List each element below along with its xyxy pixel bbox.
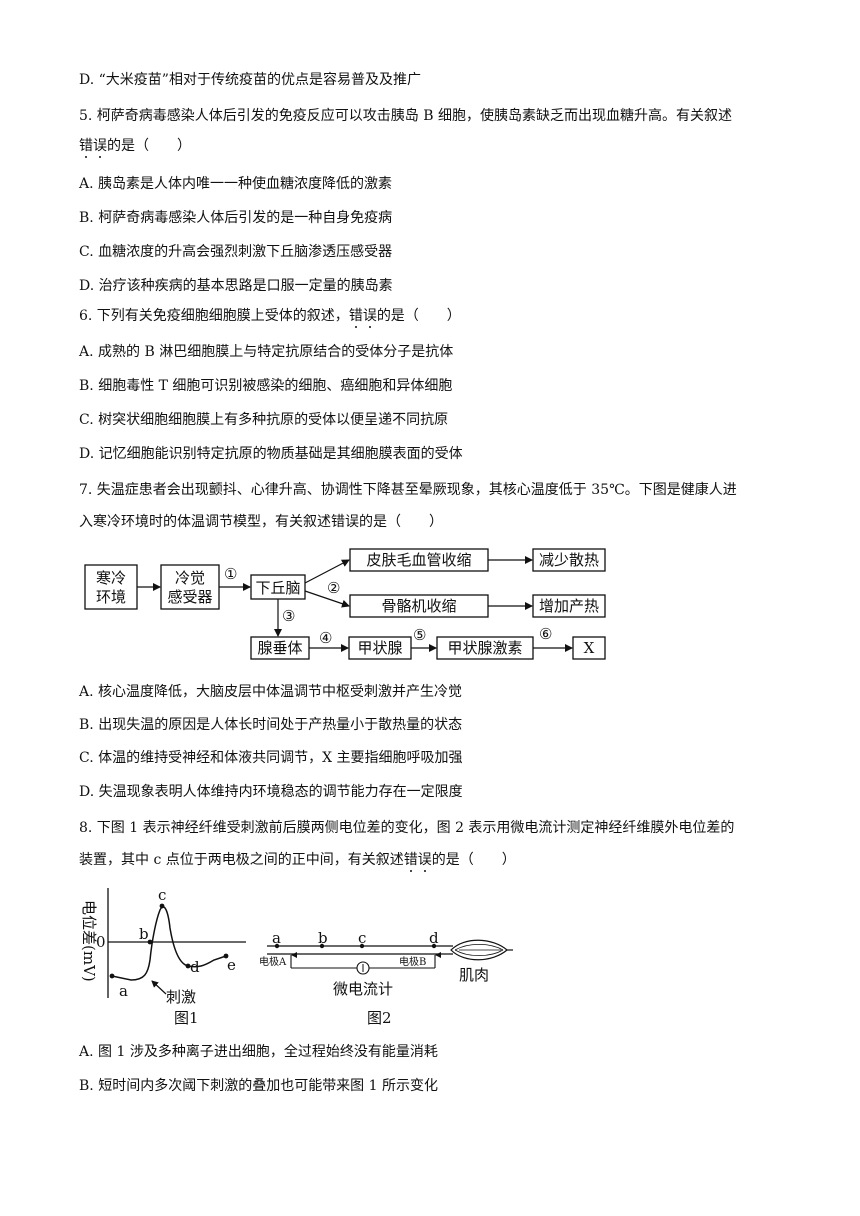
step-5-label: ⑤ [413,626,426,644]
q5-option-a: A. 胰岛素是人体内唯一一种使血糖浓度降低的激素 [79,176,393,192]
reduce-heat-box [532,548,606,572]
step-3-label: ③ [282,607,295,625]
cold-env-label-1: 寒冷 [96,569,126,587]
q5-option-c: C. 血糖浓度的升高会强烈刺激下丘脑渗透压感受器 [79,244,393,260]
q6-stem-head: 6. 下列有关免疫细胞细胞膜上受体的叙述， [79,308,349,324]
label-a: a [119,982,128,1000]
increase-heat-box [532,594,606,618]
fiber-point-d [431,943,437,949]
meter-label: 微电流计 [333,980,393,998]
step-4-label: ④ [319,629,332,647]
step-2-label: ② [327,579,340,597]
fiber-point-b [319,943,325,949]
q8-option-b: B. 短时间内多次阈下刺激的叠加也可能带来图 1 所示变化 [79,1078,438,1094]
point-c [159,903,165,909]
fiber-point-c [359,943,365,949]
q8-stem-tail: 的是（ ） [431,852,516,868]
muscle-label: 骨骼机收缩 [381,597,456,615]
q5-option-d: D. 治疗该种疾病的基本思路是口服一定量的胰岛素 [79,278,393,294]
q7-option-c: C. 体温的维持受神经和体液共同调节，X 主要指细胞呼吸加强 [79,750,463,766]
point-e [223,953,229,959]
emphasis-dot-char: 误 [362,308,377,324]
q7-stem-line2: 入寒冷环境时的体温调节模型，有关叙述错误的是（ ） [79,514,443,530]
y-axis-label: 电位差(mV) [80,900,98,982]
electrode-a-label: 电极A [259,955,287,968]
q8-stem-line1: 8. 下图 1 表示神经纤维受刺激前后膜两侧电位差的变化，图 2 表示用微电流计… [79,820,735,836]
emphasis-dot-char: 错 [403,852,418,868]
point-b [147,939,153,945]
emphasis-dot-char: 错 [79,138,93,154]
figure-2-caption: 图2 [367,1009,392,1027]
zero-label: 0 [96,933,106,951]
q6-stem: 6. 下列有关免疫细胞细胞膜上受体的叙述，错误的是（ ） [79,306,461,326]
cold-env-label-2: 环境 [96,588,126,606]
q6-option-d: D. 记忆细胞能识别特定抗原的物质基础是其细胞膜表面的受体 [79,446,463,462]
q8-option-a: A. 图 1 涉及多种离子进出细胞，全过程始终没有能量消耗 [79,1044,438,1060]
fiber-label-d: d [429,929,439,947]
figure-1-caption: 图1 [174,1009,199,1027]
receptor-label-1: 冷觉 [175,569,205,587]
arrow-to-skin [304,559,350,584]
skin-vessel-label: 皮肤毛血管收缩 [366,551,471,569]
pituitary-label: 腺垂体 [257,639,302,657]
label-d: d [190,958,200,976]
thyroid-label: 甲状腺 [357,639,402,657]
electrode-b-label: 电极B [399,955,426,968]
q5-stem-line2: 错误的是（ ） [79,136,191,156]
q8-stem-line2: 装置，其中 c 点位于两电极之间的正中间，有关叙述错误的是（ ） [79,850,516,870]
fiber-label-c: c [358,929,366,947]
x-label: X [584,639,595,657]
potential-curve [111,906,227,981]
q5-stem-line1: 5. 柯萨奇病毒感染人体后引发的免疫反应可以攻击胰岛 B 细胞，使胰岛素缺乏而出… [79,108,732,124]
q7-option-b: B. 出现失温的原因是人体长时间处于产热量小于散热量的状态 [79,717,463,733]
step-6-label: ⑥ [539,625,552,643]
fiber-point-a [274,943,280,949]
label-b: b [139,925,149,943]
q8-stem-head: 装置，其中 c 点位于两电极之间的正中间，有关叙述 [79,852,404,868]
q5-option-b: B. 柯萨奇病毒感染人体后引发的是一种自身免疫病 [79,210,393,226]
point-d [185,963,191,969]
label-c: c [158,886,166,904]
q6-option-b: B. 细胞毒性 T 细胞可识别被感染的细胞、癌细胞和异体细胞 [79,378,453,394]
q7-option-d: D. 失温现象表明人体维持内环境稳态的调节能力存在一定限度 [79,784,463,800]
q7-stem-line1: 7. 失温症患者会出现颤抖、心律升高、协调性下降甚至晕厥现象，其核心温度低于 3… [79,482,737,498]
q5-stem-tail: 的是（ ） [107,138,191,154]
thyroxine-label: 甲状腺激素 [447,639,522,657]
thermoregulation-flow-diagram: 寒冷 环境 冷觉 感受器 下丘脑 皮肤毛血管收缩 减少散热 骨骼机收缩 增加产热… [84,548,606,660]
reduce-heat-label: 减少散热 [539,551,599,569]
arrow-to-muscle [304,590,350,608]
stimulus-label: 刺激 [166,988,196,1006]
increase-heat-label: 增加产热 [539,597,599,615]
q7-option-a: A. 核心温度降低，大脑皮层中体温调节中枢受刺激并产生冷觉 [79,684,463,700]
figure-2-electrode-setup: a b c d 电极A 电极B 微电流计 肌肉 图2 [259,929,513,1027]
emphasis-dot-char: 误 [417,852,432,868]
figure-1-potential-curve: 电位差(mV) 0 a b c d e 刺激 图1 [80,886,246,1027]
muscle-fiber-lines [454,943,504,957]
point-a [109,973,115,979]
cold-environment-box [84,564,138,610]
emphasis-dot-char: 错 [348,308,363,324]
step-1-label: ① [224,565,237,583]
q6-option-c: C. 树突状细胞细胞膜上有多种抗原的受体以便呈递不同抗原 [79,412,449,428]
emphasis-dot-char: 误 [93,138,107,154]
receptor-label-2: 感受器 [167,588,212,606]
label-e: e [227,956,236,974]
q6-stem-tail: 的是（ ） [376,308,461,324]
fiber-label-a: a [272,929,281,947]
fiber-label-b: b [318,929,328,947]
hypothalamus-label: 下丘脑 [255,579,300,597]
q6-option-a: A. 成熟的 B 淋巴细胞膜上与特定抗原结合的受体分子是抗体 [79,344,454,360]
muscle-label: 肌肉 [459,966,489,984]
q4-option-d: D. “大米疫苗”相对于传统疫苗的优点是容易普及及推广 [79,72,421,88]
x-box [572,636,606,660]
cold-receptor-box [160,564,220,610]
stimulus-arrow [151,980,167,995]
